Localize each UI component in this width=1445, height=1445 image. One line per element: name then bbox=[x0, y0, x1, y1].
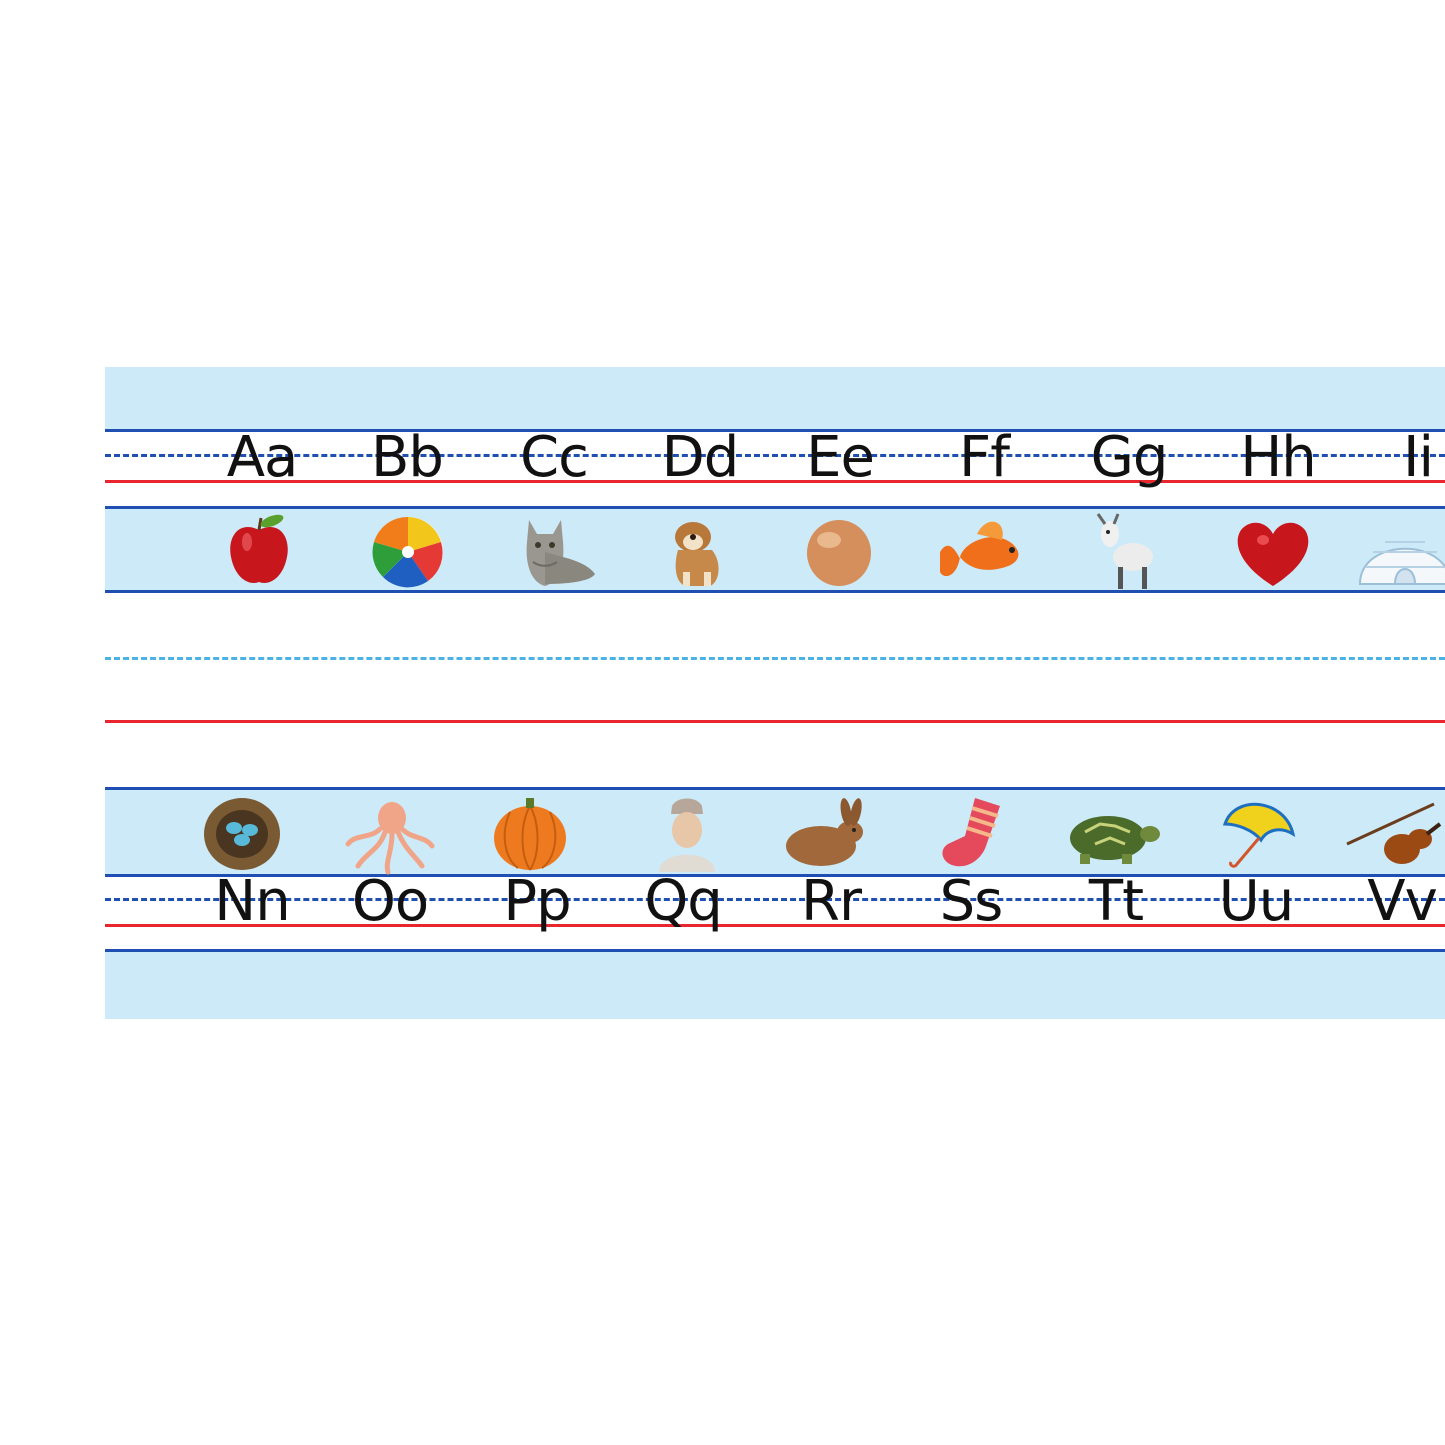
letter-pair: Ss bbox=[939, 869, 1004, 934]
practice-mid-dash bbox=[105, 657, 1445, 660]
practice-writing-band bbox=[105, 592, 1445, 787]
letter-pair: Aa bbox=[226, 425, 299, 490]
practice-base-rule bbox=[105, 720, 1445, 723]
letter-pair: Nn bbox=[214, 869, 290, 934]
letter-pair: Ff bbox=[959, 425, 1010, 490]
letter-pair: Uu bbox=[1218, 869, 1294, 934]
top-band-mid-dash bbox=[105, 454, 1445, 457]
sock-icon bbox=[920, 794, 1020, 874]
letter-pair: Qq bbox=[644, 869, 723, 934]
letter-pair: Vv bbox=[1367, 869, 1437, 934]
heart-icon bbox=[1223, 512, 1323, 592]
bottom-band-bottom-rule bbox=[105, 949, 1445, 952]
top-band-bottom-rule bbox=[105, 506, 1445, 509]
letter-pair: Ee bbox=[806, 425, 875, 490]
letter-pair: Rr bbox=[801, 869, 862, 934]
letter-pair: Cc bbox=[520, 425, 589, 490]
goldfish-icon bbox=[932, 512, 1032, 592]
dog-icon bbox=[648, 512, 748, 592]
bottom-band-base-rule bbox=[105, 924, 1445, 927]
letter-pair: Bb bbox=[371, 425, 444, 490]
egg-icon bbox=[789, 512, 889, 592]
bottom-band-top-rule bbox=[105, 874, 1445, 877]
letter-pair: Dd bbox=[661, 425, 740, 490]
cat-icon bbox=[505, 512, 605, 592]
nest-icon bbox=[192, 794, 292, 874]
queen-icon bbox=[637, 794, 737, 874]
bottom-band-mid-dash bbox=[105, 898, 1445, 901]
letter-pair: Oo bbox=[351, 869, 429, 934]
practice-top-rule bbox=[105, 590, 1445, 593]
letter-pair: Ii bbox=[1402, 425, 1434, 490]
letter-pair: Hh bbox=[1240, 425, 1317, 490]
top-writing-band bbox=[105, 430, 1445, 508]
bottom-writing-band bbox=[105, 876, 1445, 952]
igloo-icon bbox=[1355, 512, 1445, 592]
rabbit-icon bbox=[776, 794, 876, 874]
violin-icon bbox=[1342, 794, 1442, 874]
umbrella-icon bbox=[1205, 794, 1305, 874]
practice-bottom-rule bbox=[105, 787, 1445, 790]
top-band-base-rule bbox=[105, 480, 1445, 483]
beach-ball-icon bbox=[358, 512, 458, 592]
apple-icon bbox=[209, 512, 309, 592]
turtle-icon bbox=[1060, 794, 1160, 874]
pumpkin-icon bbox=[480, 794, 580, 874]
letter-pair: Gg bbox=[1090, 425, 1169, 490]
goat-icon bbox=[1078, 512, 1178, 592]
octopus-icon bbox=[340, 794, 440, 875]
letter-pair: Tt bbox=[1088, 869, 1144, 934]
top-band-top-rule bbox=[105, 429, 1445, 432]
alphabet-line-strip: Aa Bb Cc Dd Ee Ff Gg Hh Ii bbox=[105, 367, 1445, 1019]
letter-pair: Pp bbox=[503, 869, 571, 934]
